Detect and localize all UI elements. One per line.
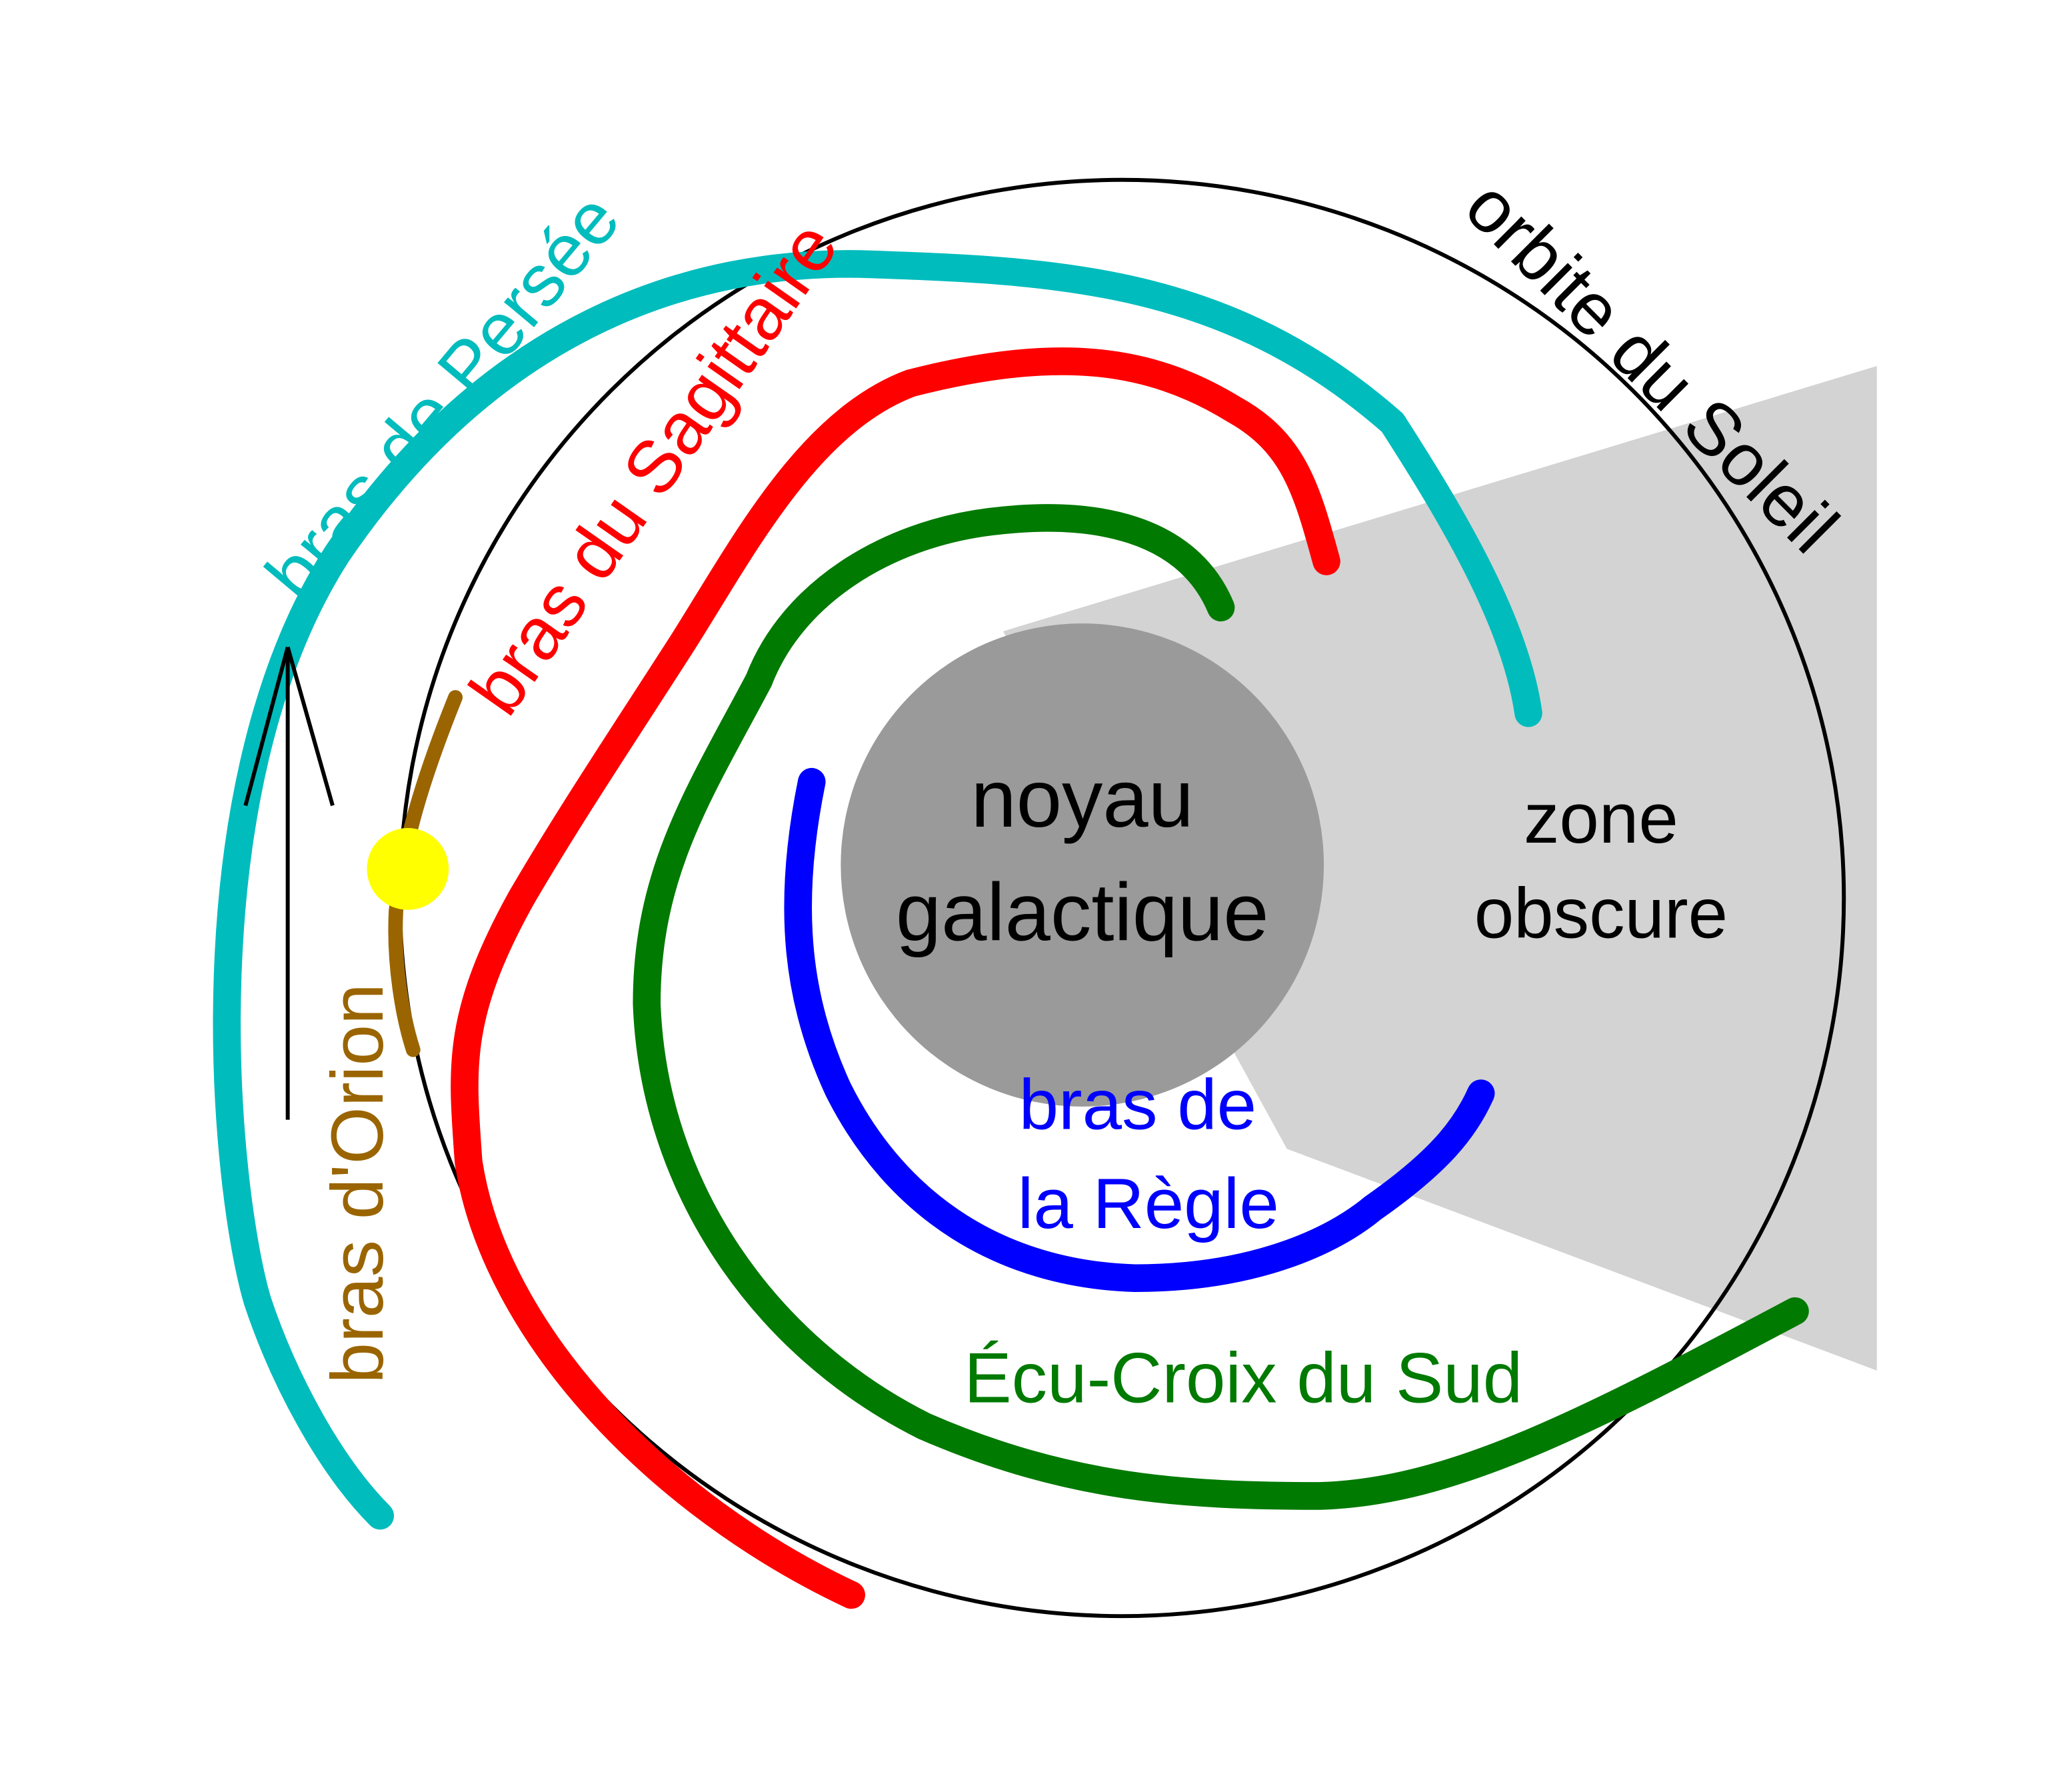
galactic-core — [841, 623, 1324, 1107]
sagittarius-arm — [451, 347, 1340, 1609]
norma-arm — [784, 767, 1495, 1293]
up-arrow-icon — [243, 646, 335, 1120]
scutum-crux-arm — [633, 504, 1809, 1510]
norma-arm-label-line1: bras de — [1019, 1064, 1257, 1144]
obscured-zone-label-line2: obscure — [1474, 873, 1728, 953]
core-label-line1: noyau — [971, 753, 1193, 845]
obscured-zone-label-line1: zone — [1524, 778, 1678, 858]
scutum-crux-arm-label: Écu-Croix du Sud — [964, 1337, 1522, 1417]
core-label-line2: galactique — [896, 867, 1269, 958]
sun-dot-icon — [367, 828, 449, 910]
orion-arm-label: bras d'Orion — [317, 983, 399, 1383]
norma-arm-label-line2: la Règle — [1018, 1163, 1279, 1243]
perseus-arm — [213, 250, 1542, 1530]
